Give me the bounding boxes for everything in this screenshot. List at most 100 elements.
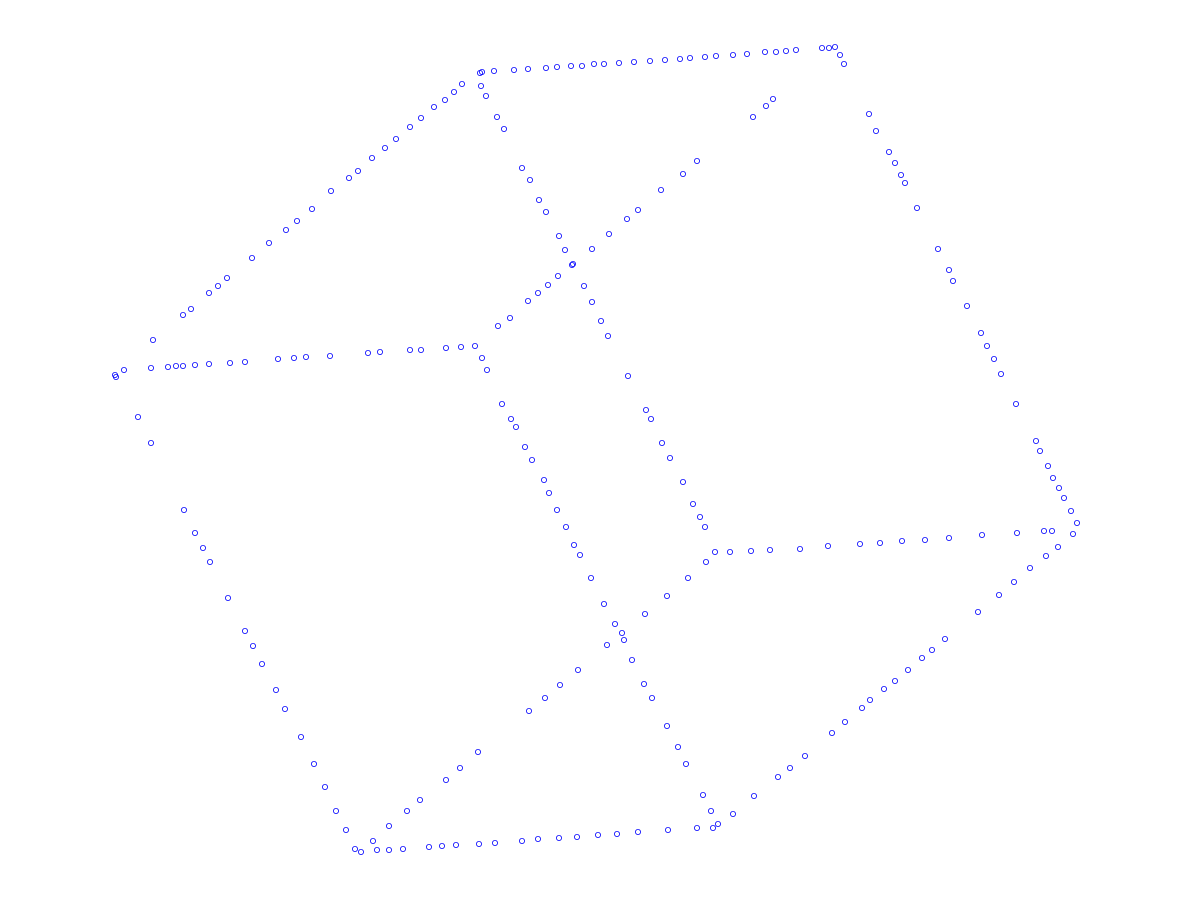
data-point (979, 532, 986, 539)
data-point (354, 167, 361, 174)
data-point (112, 371, 119, 378)
data-point (950, 277, 957, 284)
data-point (310, 761, 317, 768)
data-point (694, 825, 701, 832)
data-point (712, 549, 719, 556)
data-point (730, 811, 737, 818)
data-point (272, 687, 279, 694)
data-point (490, 68, 497, 75)
data-point (614, 831, 621, 838)
data-point (773, 49, 780, 56)
data-point (881, 686, 888, 693)
data-point (293, 217, 300, 224)
data-point (935, 245, 942, 252)
data-point (546, 489, 553, 496)
data-point (575, 667, 582, 674)
data-point (787, 765, 794, 772)
data-point (1011, 579, 1018, 586)
data-point (327, 187, 334, 194)
data-point (513, 423, 520, 430)
data-point (819, 45, 826, 52)
data-point (680, 170, 687, 177)
data-point (556, 232, 563, 239)
data-point (826, 45, 833, 52)
data-point (577, 552, 584, 559)
data-point (710, 825, 717, 832)
data-point (667, 454, 674, 461)
data-point (373, 847, 380, 854)
data-point (172, 362, 179, 369)
data-point (164, 363, 171, 370)
data-point (964, 302, 971, 309)
data-point (187, 305, 194, 312)
data-point (631, 59, 638, 66)
data-point (680, 478, 687, 485)
data-point (857, 541, 864, 548)
data-point (1045, 462, 1052, 469)
data-point (458, 81, 465, 88)
data-point (750, 114, 757, 121)
data-point (191, 530, 198, 537)
data-point (351, 846, 358, 853)
data-point (770, 96, 777, 103)
data-point (1061, 494, 1068, 501)
data-point (452, 842, 459, 849)
data-point (751, 793, 758, 800)
data-point (1014, 530, 1021, 537)
data-point (841, 61, 848, 68)
data-point (687, 55, 694, 62)
data-point (591, 61, 598, 68)
data-point (829, 730, 836, 737)
data-point (621, 637, 628, 644)
data-point (762, 49, 769, 56)
data-point (1041, 528, 1048, 535)
data-point (619, 630, 626, 637)
data-point (441, 97, 448, 104)
data-point (475, 841, 482, 848)
data-point (529, 456, 536, 463)
data-point (702, 524, 709, 531)
data-point (708, 808, 715, 815)
data-point (205, 360, 212, 367)
data-point (1043, 553, 1050, 560)
data-point (662, 57, 669, 64)
data-point (1056, 484, 1063, 491)
data-point (282, 226, 289, 233)
data-point (570, 260, 577, 267)
data-point (542, 695, 549, 702)
data-point (385, 847, 392, 854)
data-point (274, 355, 281, 362)
data-point (1068, 507, 1075, 514)
data-point (866, 111, 873, 118)
data-point (438, 843, 445, 850)
data-point (802, 753, 809, 760)
data-point (744, 51, 751, 58)
data-point (525, 297, 532, 304)
data-point (1070, 531, 1077, 538)
data-point (713, 53, 720, 60)
data-point (357, 849, 364, 856)
data-point (554, 64, 561, 71)
data-point (241, 628, 248, 635)
data-point (664, 723, 671, 730)
data-point (946, 266, 953, 273)
data-point (491, 840, 498, 847)
data-point (527, 176, 534, 183)
data-point (321, 784, 328, 791)
data-point (700, 792, 707, 799)
data-point (991, 355, 998, 362)
data-point (571, 542, 578, 549)
data-point (478, 354, 485, 361)
data-point (149, 336, 156, 343)
data-point (601, 61, 608, 68)
data-point (399, 846, 406, 853)
data-point (121, 366, 128, 373)
data-point (541, 476, 548, 483)
data-point (942, 636, 949, 643)
data-point (919, 655, 926, 662)
data-point (563, 524, 570, 531)
data-point (241, 358, 248, 365)
data-point (442, 344, 449, 351)
data-point (616, 60, 623, 67)
